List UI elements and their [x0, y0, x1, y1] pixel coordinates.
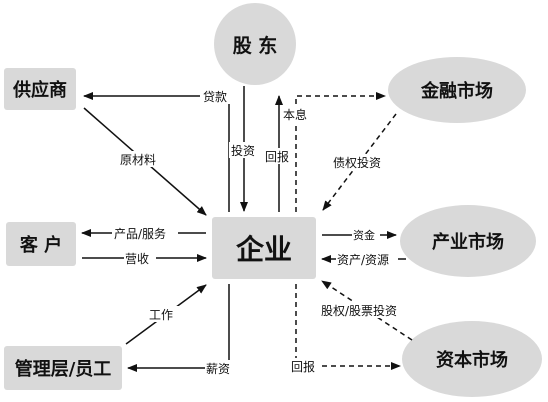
edge-revenue-label: 营收 — [125, 252, 149, 266]
node-management-label: 管理层/员工 — [14, 359, 112, 380]
node-management: 管理层/员工 — [4, 346, 122, 390]
node-shareholders: 股 东 — [214, 3, 296, 85]
node-industry-market-label: 产业市场 — [432, 232, 504, 253]
node-financial-market: 金融市场 — [388, 57, 526, 123]
edge-funds-label: 资金 — [353, 228, 375, 242]
edge-return-capital — [295, 284, 401, 370]
node-customer: 客 户 — [6, 222, 76, 266]
node-industry-market: 产业市场 — [400, 205, 536, 277]
edge-return-shareholders-label: 回报 — [265, 149, 289, 164]
edge-debt-investment-label: 债权投资 — [333, 155, 381, 170]
edge-work-label: 工作 — [149, 308, 173, 322]
edge-products-services-label: 产品/服务 — [114, 226, 166, 241]
edge-salary-label: 薪资 — [206, 362, 230, 376]
node-capital-market-label: 资本市场 — [436, 350, 508, 371]
node-shareholders-label: 股 东 — [232, 34, 278, 57]
node-supplier-label: 供应商 — [13, 80, 67, 101]
edge-assets-resources-label: 资产/资源 — [337, 253, 389, 267]
edge-debt-investment — [322, 113, 397, 211]
node-enterprise: 企业 — [212, 217, 316, 279]
node-customer-label: 客 户 — [19, 235, 63, 256]
edge-equity-investment-label: 股权/股票投资 — [321, 303, 397, 318]
node-financial-market-label: 金融市场 — [421, 81, 493, 102]
edge-loan-label: 贷款 — [203, 90, 227, 104]
edge-salary — [127, 284, 230, 372]
node-supplier: 供应商 — [4, 68, 76, 110]
node-enterprise-label: 企业 — [235, 233, 292, 266]
edge-raw-materials-label: 原材料 — [120, 153, 156, 167]
edge-principal-interest-label: 本息 — [283, 107, 307, 122]
edge-return-capital-label: 回报 — [291, 359, 315, 374]
edge-principal-interest — [295, 92, 386, 212]
edge-investment-label: 投资 — [231, 143, 255, 158]
node-capital-market: 资本市场 — [402, 321, 542, 397]
